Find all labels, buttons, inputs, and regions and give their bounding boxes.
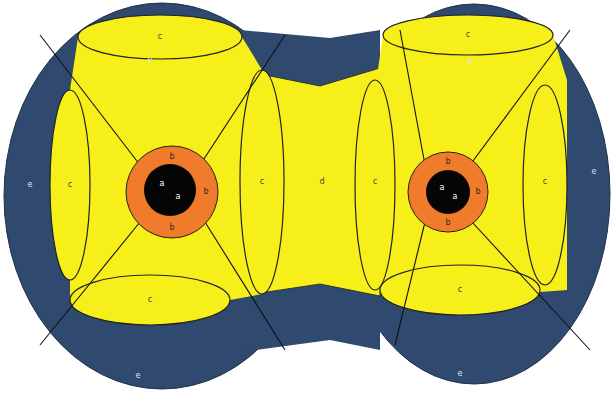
region-label: b: [169, 153, 174, 161]
region-label: c: [158, 33, 162, 41]
region-label: c: [458, 286, 462, 294]
region-label: b: [169, 224, 174, 232]
region-label: e: [136, 372, 141, 380]
region-label: a: [440, 184, 445, 192]
region-label: c: [148, 296, 152, 304]
region-label: b: [203, 188, 208, 196]
region-label: c: [260, 178, 264, 186]
region-label: a: [160, 180, 165, 188]
region-label: b: [475, 188, 480, 196]
region-label: b: [445, 158, 450, 166]
region-label: c: [68, 181, 72, 189]
region-label: e: [28, 181, 33, 189]
region-label: a: [176, 193, 181, 201]
region-label: e: [592, 168, 597, 176]
region-label: e: [468, 58, 473, 66]
region-label: d: [319, 178, 324, 186]
region-label: c: [373, 178, 377, 186]
region-label: e: [458, 370, 463, 378]
region-label: e: [148, 56, 153, 64]
region-label: a: [453, 193, 458, 201]
region-label: b: [445, 219, 450, 227]
region-label: c: [543, 178, 547, 186]
region-label: c: [466, 31, 470, 39]
